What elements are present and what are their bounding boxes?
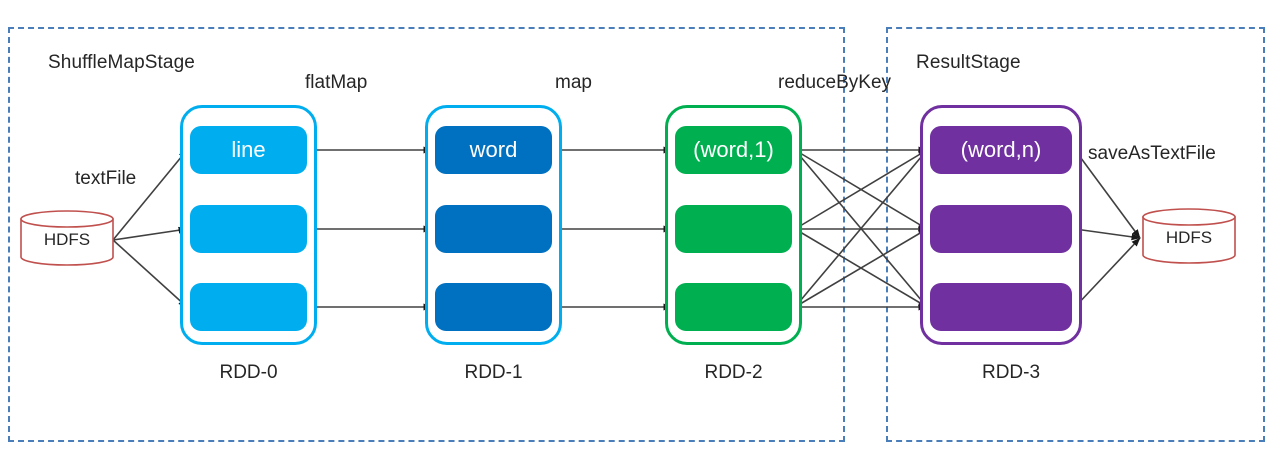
hdfs-source-cylinder: HDFS [20, 210, 114, 266]
op-text-file: textFile [75, 168, 137, 189]
arrow-rdd3-to-hdfs-2 [1074, 237, 1141, 308]
hdfs-sink-label: HDFS [1165, 228, 1213, 247]
rdd-2-partition-0-label: (word,1) [693, 137, 774, 162]
rdd-0-partition-1[interactable] [190, 205, 307, 253]
arrow-rdd3-to-hdfs-1 [1074, 228, 1141, 241]
arrow-shuffle-2-0 [794, 149, 928, 308]
rdd-0-partition-2[interactable] [190, 283, 307, 331]
rdd-2-partition-2[interactable] [675, 283, 792, 331]
rdd-2-partition-0[interactable]: (word,1) [675, 126, 792, 174]
rdd-2-partition-1[interactable] [675, 205, 792, 253]
rdd-1-partition-2[interactable] [435, 283, 552, 331]
rdd-1-partition-0-label: word [469, 137, 518, 162]
hdfs-sink-cylinder: HDFS [1142, 208, 1236, 264]
rdd-caption-0: RDD-0 [219, 362, 278, 383]
rdd-0-partition-0-label: line [231, 137, 266, 162]
arrow-hdfs-to-rdd0-0 [112, 149, 188, 241]
stage-box-shuffle-map [8, 27, 845, 442]
rdd-caption-3: RDD-3 [981, 362, 1041, 383]
hdfs-source-shape [20, 210, 114, 266]
rdd-0-partition-0[interactable]: line [190, 126, 307, 174]
arrow-shuffle-1-0 [794, 149, 928, 230]
hdfs-sink-shape [1142, 208, 1236, 264]
rdd-caption-2: RDD-2 [704, 362, 763, 383]
op-flat-map: flatMap [305, 72, 368, 93]
rdd-3-partition-0[interactable]: (word,n) [930, 126, 1072, 174]
rdd-3-partition-0-label: (word,n) [960, 137, 1042, 162]
op-save-as-text-file: saveAsTextFile [1088, 143, 1216, 164]
arrow-hdfs-to-rdd0-1 [112, 226, 188, 241]
arrow-rdd3-to-hdfs-0 [1074, 149, 1141, 239]
arrow-hdfs-to-rdd0-2 [112, 239, 188, 308]
rdd-3-partition-1[interactable] [930, 205, 1072, 253]
hdfs-source-label: HDFS [43, 230, 91, 249]
op-reduce-by-key: reduceByKey [778, 72, 892, 93]
rdd-3-partition-2[interactable] [930, 283, 1072, 331]
stage-box-result [886, 27, 1265, 442]
op-map: map [555, 72, 592, 93]
rdd-1-partition-1[interactable] [435, 205, 552, 253]
rdd-1-partition-0[interactable]: word [435, 126, 552, 174]
rdd-caption-1: RDD-1 [464, 362, 523, 383]
arrow-shuffle-2-1 [794, 228, 928, 308]
stage-label-shuffle-map: ShuffleMapStage [48, 52, 195, 73]
stage-label-result: ResultStage [916, 52, 1021, 73]
